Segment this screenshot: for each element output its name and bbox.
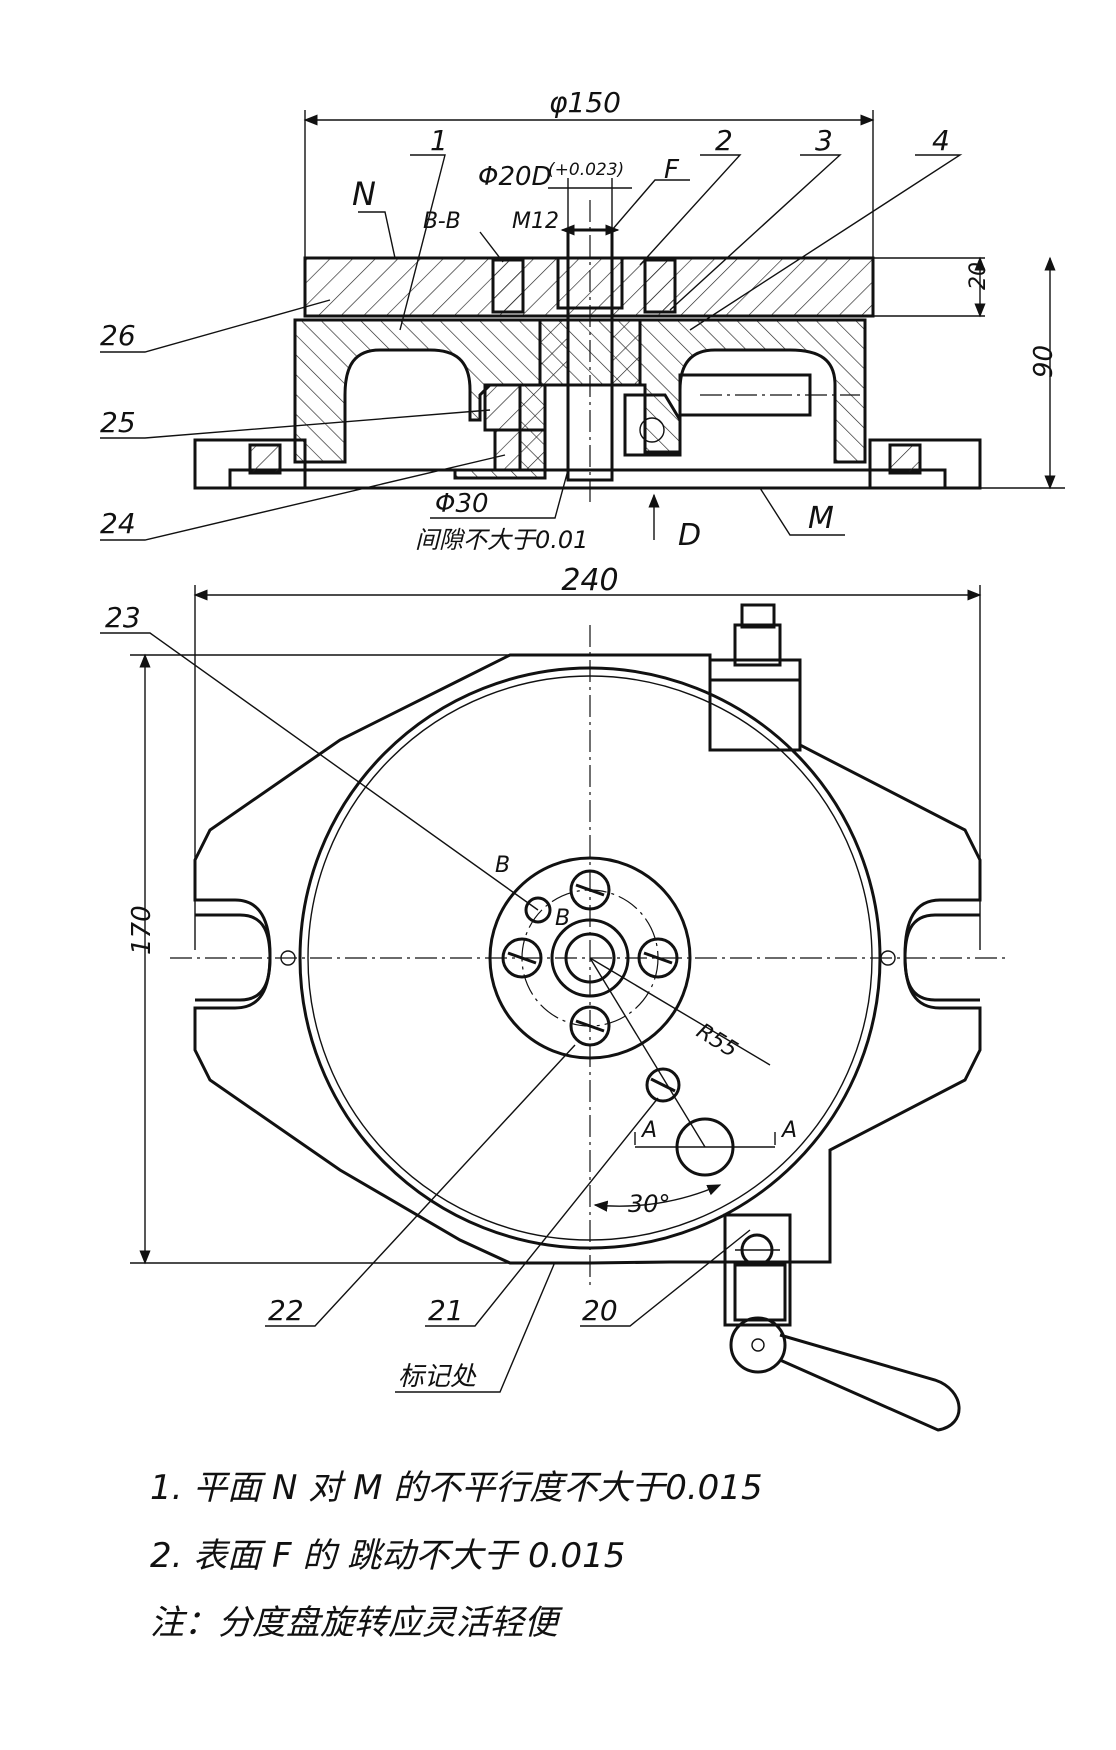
part-25: 25	[100, 406, 136, 439]
part-3: 3	[815, 124, 833, 157]
part-20: 20	[582, 1294, 618, 1327]
dim-170: 170	[127, 905, 157, 955]
bushing-left	[538, 318, 570, 387]
letter-F: F	[664, 155, 680, 185]
flange-bolt-right	[888, 443, 922, 475]
part-2: 2	[715, 124, 733, 157]
bearing-ball	[639, 417, 665, 443]
part-24: 24	[100, 507, 136, 540]
u-slot-right	[903, 913, 980, 1002]
top-plate	[303, 256, 875, 318]
base-outline	[193, 653, 982, 1265]
letter-A2: A	[780, 1118, 797, 1143]
dim-gap: 间隙不大于0.01	[415, 526, 588, 554]
letter-M: M	[808, 501, 834, 536]
section-view: φ150 Φ20D (+0.023) M12 B-B F N 20 90 1 2…	[100, 86, 1065, 554]
lever-handle	[779, 1333, 961, 1432]
base-plate	[228, 468, 947, 490]
base-flange-right	[868, 438, 982, 490]
dim-m12: M12	[512, 209, 559, 234]
letter-B2: B	[555, 906, 570, 931]
letter-D: D	[678, 518, 701, 553]
plunger-housing	[708, 658, 802, 752]
bearing	[623, 393, 682, 457]
index-pin-left	[483, 383, 547, 432]
part-1: 1	[430, 124, 448, 157]
part-mark: 标记处	[398, 1362, 477, 1392]
flange-bolt-left	[248, 443, 282, 475]
lever-knob	[729, 1316, 787, 1374]
dim-r55: R55	[692, 1019, 742, 1063]
pin-b	[524, 896, 552, 924]
plunger-knob	[740, 603, 776, 629]
dim-phi150: φ150	[549, 86, 621, 119]
dim-240: 240	[561, 563, 618, 598]
dim-phi30: Φ30	[435, 489, 489, 519]
letter-B1: B	[495, 853, 510, 878]
dim-20: 20	[966, 262, 991, 290]
part-26: 26	[100, 319, 136, 352]
letter-A1: A	[640, 1118, 657, 1143]
part-21: 21	[428, 1294, 464, 1327]
part-4: 4	[932, 124, 950, 157]
plunger-cap	[733, 623, 782, 667]
letter-N: N	[352, 175, 376, 213]
main-body	[293, 318, 867, 480]
u-slot-left	[195, 913, 272, 1002]
note-1: 1. 平面 N 对 M 的不平行度不大于0.015	[150, 1468, 763, 1508]
dim-tolerance: (+0.023)	[548, 160, 624, 180]
screw-left	[491, 258, 525, 314]
note-3: 注：分度盘旋转应灵活轻便	[150, 1603, 558, 1643]
bushing-right	[610, 318, 642, 387]
index-pin-lower	[493, 428, 547, 472]
note-2: 2. 表面 F 的 跳动不大于 0.015	[150, 1536, 626, 1576]
lock-screw	[645, 1067, 681, 1103]
dim-bb: B-B	[423, 209, 461, 234]
dim-phi20: Φ20D	[478, 162, 552, 192]
dim-30deg: 30°	[628, 1190, 671, 1218]
part-23: 23	[105, 601, 141, 634]
dim-90: 90	[1029, 345, 1059, 378]
lever-block	[723, 1213, 792, 1327]
plan-view: 240 170 R55	[100, 563, 1005, 1432]
part-22: 22	[268, 1294, 304, 1327]
screw-right	[643, 258, 677, 314]
